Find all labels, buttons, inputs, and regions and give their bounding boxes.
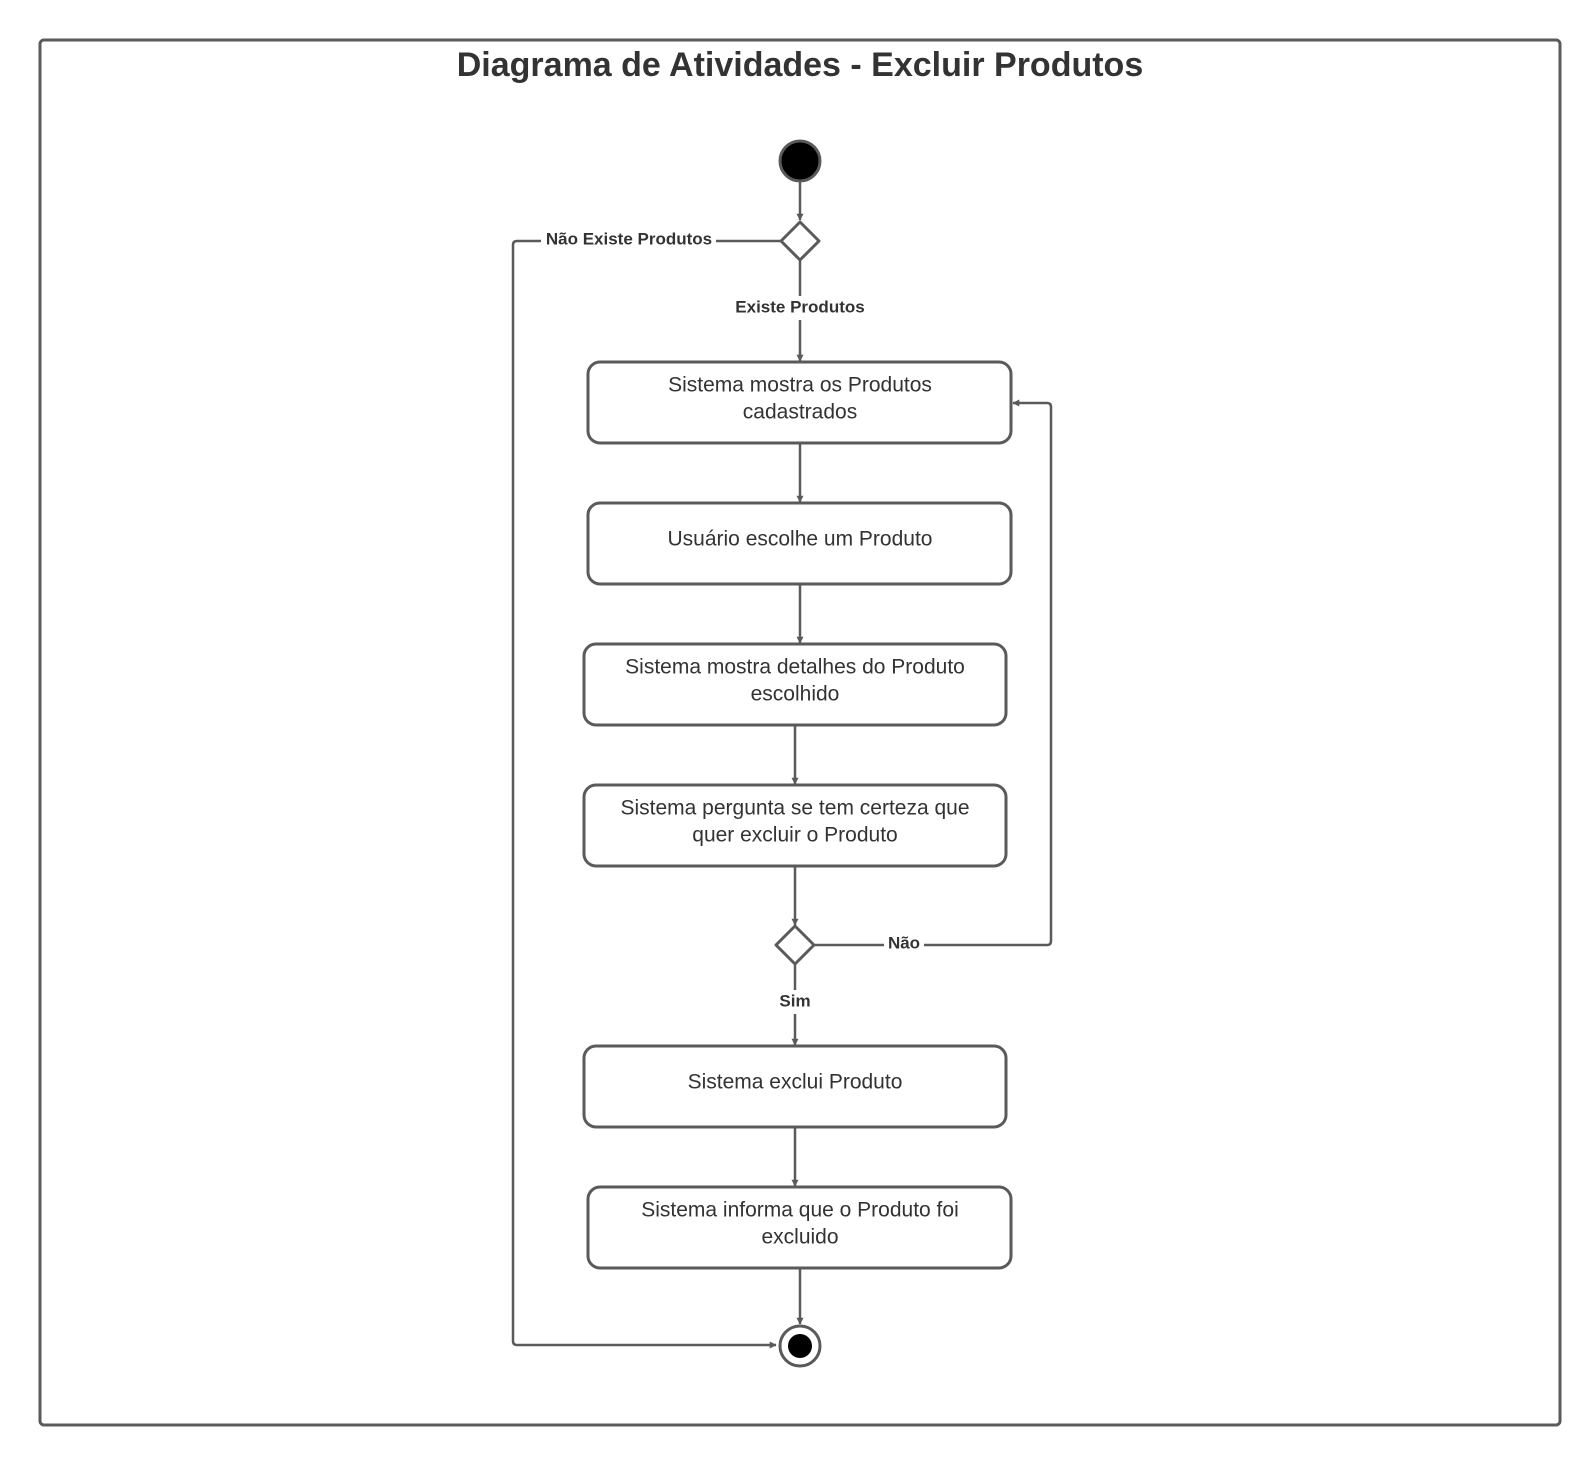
edge-label-sim: Sim [779,991,810,1010]
diagram-frame [38,38,1562,1427]
activity-pergunta-certeza: Sistema pergunta se tem certeza que quer… [582,783,1008,868]
activity-label-line: Sistema pergunta se tem certeza que [620,797,969,820]
edge-label-bg [775,990,815,1014]
activity-label-line: cadastrados [743,401,857,424]
edge-label-nao-existe: Não Existe Produtos [546,229,712,248]
activity-label-line: quer excluir o Produto [692,824,897,847]
diagram-title: Diagrama de Atividades - Excluir Produto… [457,46,1143,84]
activity-label-line: Usuário escolhe um Produto [668,528,933,551]
activity-mostra-produtos: Sistema mostra os Produtos cadastrados [586,360,1013,445]
activity-label-line: Sistema informa que o Produto foi [641,1199,959,1222]
decision-confirma-exclusao [774,924,816,966]
edge-label-bg [730,296,870,320]
activity-label-line: escolhido [751,683,840,706]
final-node [778,1324,822,1368]
edge-decision-nao-loop [815,399,1053,947]
edge-label-existe: Existe Produtos [735,297,864,316]
edge-label-nao: Não [888,933,920,952]
activity-label-line: excluido [761,1226,838,1249]
activity-label-line: Sistema mostra detalhes do Produto [625,656,965,679]
edge-label-bg [541,228,716,252]
edge-label-bg [884,933,924,957]
edge-decision-to-end [511,239,780,1349]
activity-mostra-detalhes: Sistema mostra detalhes do Produto escol… [582,642,1008,727]
activity-label-line: Sistema exclui Produto [688,1071,903,1094]
activity-escolhe-produto: Usuário escolhe um Produto [586,501,1013,586]
activity-informa-excluido: Sistema informa que o Produto foi exclui… [586,1185,1013,1270]
activity-exclui-produto: Sistema exclui Produto [582,1044,1008,1129]
activity-label-line: Sistema mostra os Produtos [668,374,932,397]
initial-node [778,139,822,183]
decision-existe-produtos [779,220,821,262]
